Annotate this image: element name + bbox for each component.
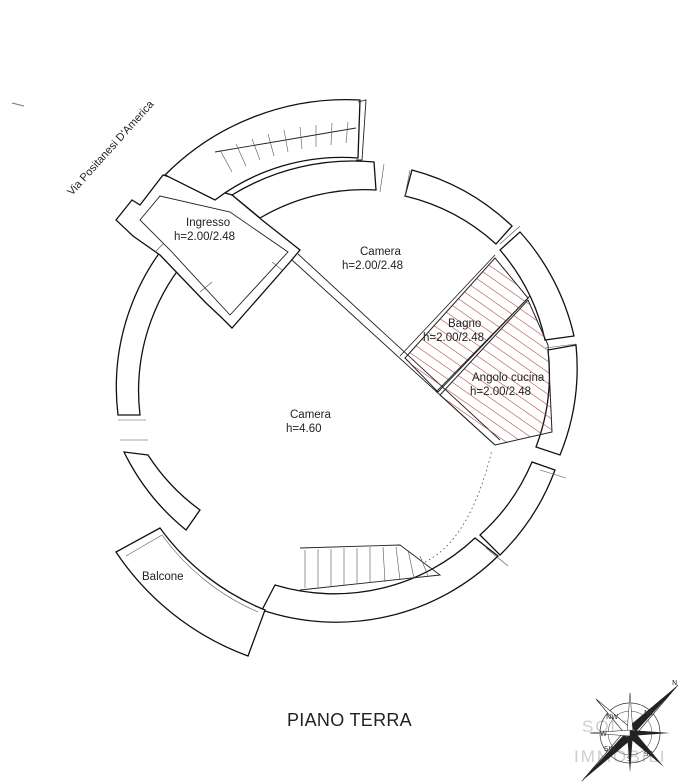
outer-wall [115, 160, 578, 623]
room-camera-main-height: h=4.60 [286, 423, 322, 435]
room-ingresso-name: Ingresso [186, 217, 230, 229]
room-ingresso-height: h=2.00/2.48 [174, 231, 235, 243]
ingresso-block [115, 174, 301, 329]
bagno-cucina-area [399, 254, 553, 446]
compass-n: N [672, 679, 677, 687]
street-label: Via Positanesi D'America [65, 98, 157, 198]
plan-title: PIANO TERRA [287, 710, 412, 730]
entrance-stair [163, 98, 367, 201]
room-cucina-name: Angolo cucina [472, 372, 545, 384]
room-camera-small-name: Camera [360, 246, 402, 258]
inner-stair [299, 449, 493, 591]
window-marks [118, 163, 577, 567]
room-camera-main-name: Camera [290, 409, 332, 421]
compass-w: W [600, 730, 607, 738]
room-bagno-height: h=2.00/2.48 [423, 332, 484, 344]
balcone [115, 527, 266, 657]
room-bagno-name: Bagno [448, 318, 481, 330]
scan-mark [11, 102, 25, 107]
compass-icon: N NE SE S SW W NW [581, 679, 679, 782]
compass-se: SE [644, 750, 653, 758]
compass-nw: NW [606, 713, 618, 721]
compass-s: S [627, 755, 632, 763]
room-balcone-name: Balcone [142, 571, 184, 583]
compass-ne: NE [644, 709, 654, 717]
room-camera-small-height: h=2.00/2.48 [342, 260, 403, 272]
compass-sw: SW [604, 745, 615, 753]
room-cucina-height: h=2.00/2.48 [470, 386, 531, 398]
